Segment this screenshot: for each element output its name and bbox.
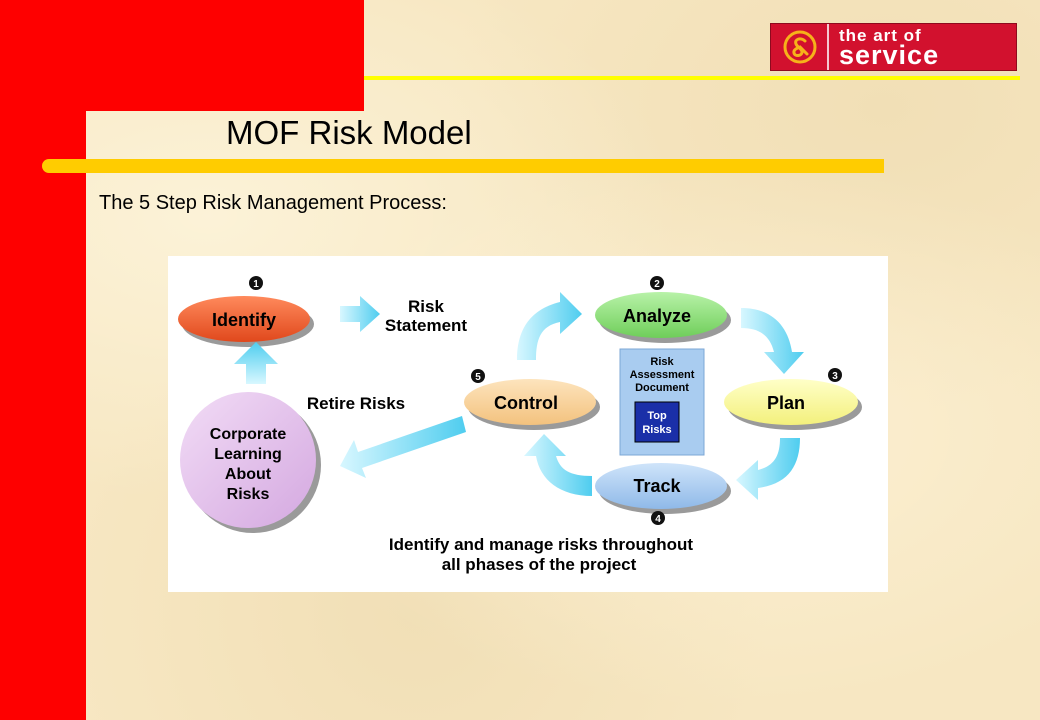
arrow-up-to-identify [234,342,278,384]
arrow-retire-risks [340,416,466,478]
step-track-label: Track [633,476,681,496]
arrow-to-risk-statement [340,296,380,332]
slide-subtitle: The 5 Step Risk Management Process: [99,192,447,214]
caption-line-2: all phases of the project [442,555,637,574]
identify-oval [178,296,310,342]
risk-process-svg: 1 2 3 4 5 Identify Analyze Plan Track Co… [178,276,862,574]
corporate-learning-line-3: About [225,466,272,483]
arrow-plan-to-track [736,438,800,500]
track-oval [595,463,727,509]
top-risks-line-1: Top [647,410,667,422]
step-1-number: 1 [253,279,259,290]
analyze-oval [595,292,727,338]
risk-statement-line-1: Risk [408,297,444,316]
logo-line-1: the art of [839,26,922,45]
step-5-number: 5 [475,372,481,383]
risk-process-diagram: 1 2 3 4 5 Identify Analyze Plan Track Co… [168,256,888,592]
retire-risks-label: Retire Risks [307,394,405,413]
step-analyze-label: Analyze [623,306,691,326]
arrow-control-to-analyze [517,292,582,360]
gold-title-rule [42,159,884,173]
slide-title: MOF Risk Model [226,114,472,151]
arrow-analyze-to-plan [741,308,804,374]
corporate-learning-circle [180,392,316,528]
control-oval [464,379,596,425]
step-4-badge [651,511,665,525]
step-3-number: 3 [832,371,838,382]
document-line-1: Risk [650,356,674,368]
risk-statement-line-2: Statement [385,316,468,335]
yellow-top-rule [364,76,1020,80]
document-line-2: Assessment [630,369,695,381]
corporate-learning-line-2: Learning [214,446,282,463]
corporate-learning-line-4: Risks [227,486,270,503]
logo-line-2: service [839,40,940,70]
step-2-badge [650,276,664,290]
step-plan-label: Plan [767,393,805,413]
top-risks-box [634,401,680,443]
top-risks-line-2: Risks [642,424,671,436]
document-line-3: Document [635,382,689,394]
step-2-number: 2 [654,279,660,290]
arrow-track-to-control [524,434,592,496]
red-side-bar [0,0,86,720]
art-of-service-logo: the art of service [770,23,1017,71]
step-1-badge [249,276,263,290]
ampersand-logo-icon [771,24,829,70]
step-4-number: 4 [655,514,661,525]
step-5-badge [471,369,485,383]
step-identify-label: Identify [212,310,276,330]
step-3-badge [828,368,842,382]
plan-oval [724,379,858,425]
caption-line-1: Identify and manage risks throughout [389,535,693,554]
corporate-learning-line-1: Corporate [210,426,287,443]
step-control-label: Control [494,393,558,413]
